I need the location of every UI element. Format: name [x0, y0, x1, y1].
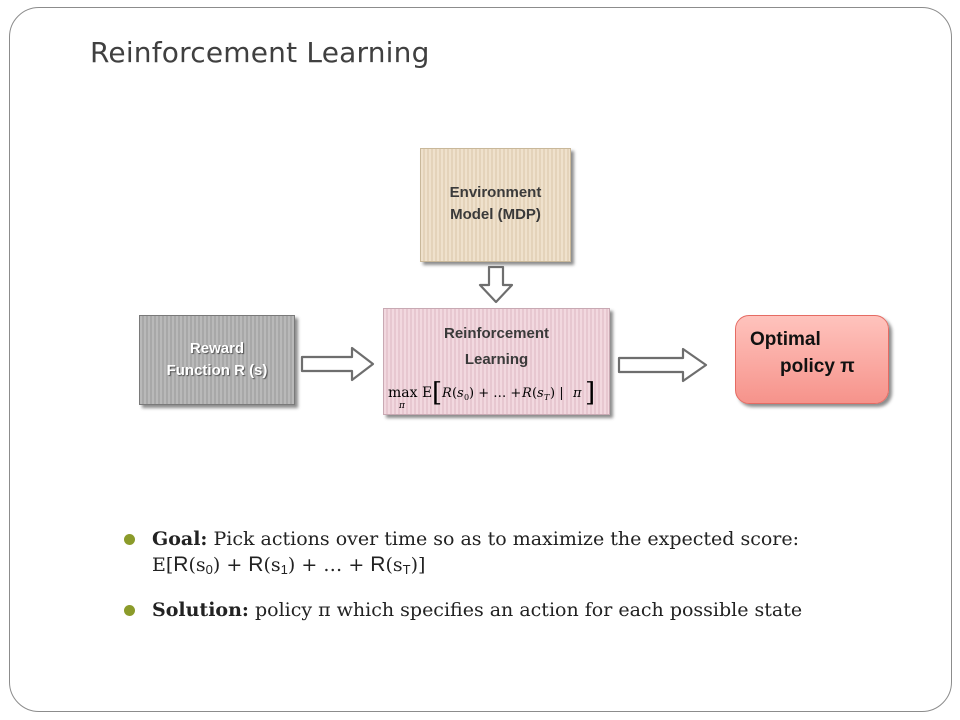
slide-title: Reinforcement Learning [90, 36, 430, 69]
right-arrow-icon [300, 346, 375, 382]
goal-formula: E[R(s0) + R(s1) + … + R(sT)] [152, 553, 426, 577]
svg-text:π: π [398, 401, 406, 411]
bullet-dot-icon [124, 605, 135, 616]
svg-text:E: E [422, 385, 432, 401]
svg-text:]: ] [585, 378, 595, 408]
optimal-label-line2: policy π [780, 356, 855, 377]
goal-bullet: Goal: Pick actions over time so as to ma… [120, 527, 920, 582]
optimal-label-line1: Optimal [750, 329, 821, 350]
rl-label-line2: Learning [464, 351, 529, 368]
optimal-policy-box: Optimal policy π [735, 315, 889, 404]
svg-text:) + … +: ) + … + [469, 386, 521, 401]
svg-text:R: R [441, 386, 452, 401]
svg-text:s: s [537, 386, 544, 401]
svg-text:T: T [544, 393, 550, 402]
solution-bullet: Solution: policy π which specifies an ac… [120, 598, 920, 623]
reward-label-line1: Reward [189, 340, 245, 357]
goal-text: Pick actions over time so as to maximize… [207, 528, 800, 550]
svg-text:R: R [521, 386, 532, 401]
svg-text:0: 0 [464, 393, 469, 402]
down-arrow-icon [478, 266, 514, 304]
bullet-list: Goal: Pick actions over time so as to ma… [120, 527, 920, 639]
environment-model-box: Environment Model (MDP) [420, 148, 571, 262]
reward-function-box: Reward Function R (s) [139, 315, 295, 405]
svg-text:(: ( [532, 386, 537, 401]
goal-label: Goal: [152, 528, 208, 550]
environment-label-line2: Model (MDP) [450, 206, 541, 223]
solution-text: policy π which specifies an action for e… [248, 599, 803, 621]
environment-label-line1: Environment [449, 184, 542, 201]
svg-text:s: s [457, 386, 464, 401]
solution-label: Solution: [152, 599, 249, 621]
svg-text:max: max [388, 385, 418, 401]
reward-label-line2: Function R (s) [166, 362, 268, 379]
right-arrow-icon [617, 347, 708, 383]
objective-formula: max π E [ R ( s 0 ) + … + R ( s T ) | π … [388, 378, 595, 411]
svg-text:) |: ) | [550, 386, 564, 401]
svg-text:π: π [572, 386, 582, 401]
slide-frame [9, 7, 952, 712]
bullet-dot-icon [124, 534, 135, 545]
svg-text:(: ( [452, 386, 457, 401]
svg-text:[: [ [432, 378, 442, 408]
rl-label-line1: Reinforcement [443, 325, 550, 342]
reinforcement-learning-box: Reinforcement Learning max π E [ R ( s 0… [383, 308, 610, 415]
